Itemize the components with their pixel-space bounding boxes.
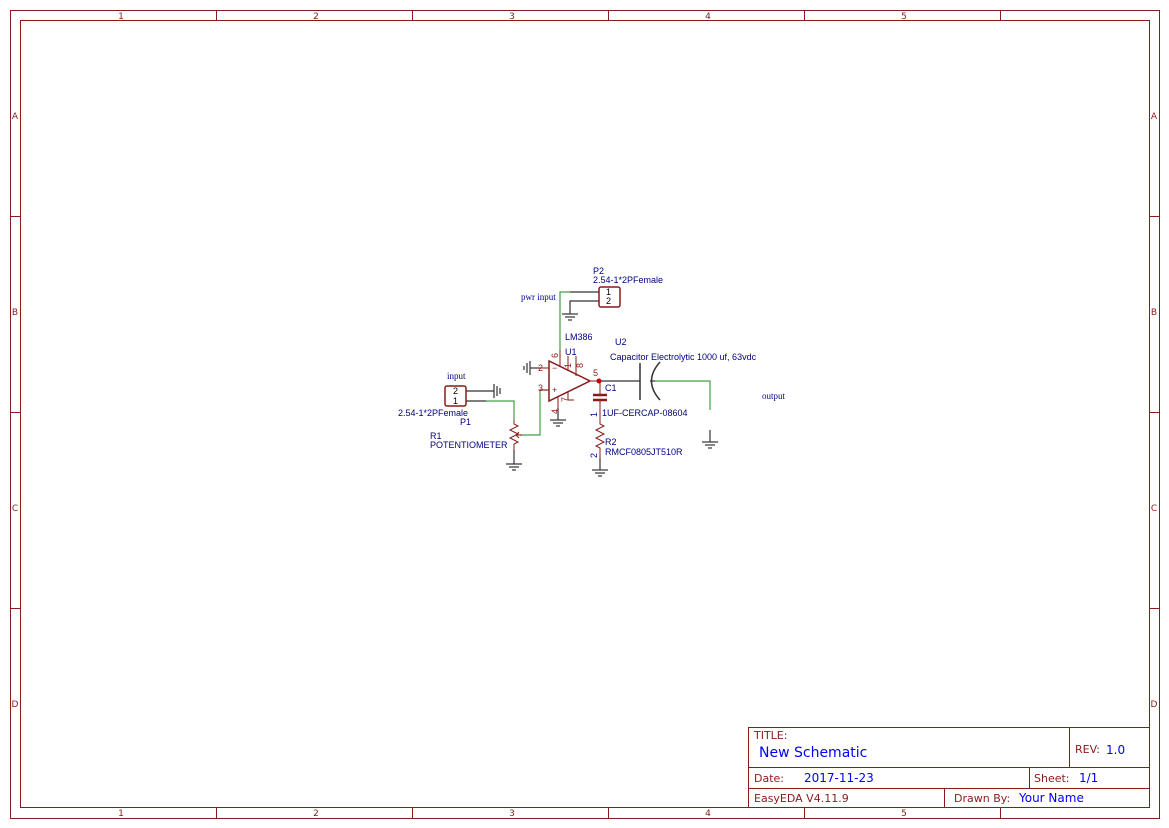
row-label: C <box>1151 504 1157 514</box>
date-value: 2017-11-23 <box>804 771 874 785</box>
ground-icon <box>702 430 718 449</box>
column-label: 5 <box>901 12 907 22</box>
row-label: A <box>1151 112 1158 122</box>
sheet-label: Sheet: <box>1034 772 1070 785</box>
pin-number: 1 <box>589 412 599 417</box>
column-label: 3 <box>509 809 515 819</box>
pin-number: 4 <box>550 409 560 414</box>
minus-sign: − <box>552 363 557 373</box>
column-label: 3 <box>509 12 515 22</box>
row-label: A <box>12 112 19 122</box>
column-label: 5 <box>901 809 907 819</box>
ground-icon <box>523 361 540 375</box>
net-label-input: input <box>447 371 466 381</box>
part-ref: U1 <box>565 347 577 357</box>
junction-dot <box>596 378 602 384</box>
part-ref: R2 <box>605 437 617 447</box>
column-label: 1 <box>118 809 124 819</box>
connector-p2[interactable]: 1 2 P2 2.54-1*2PFemale <box>593 266 663 308</box>
potentiometer-r1[interactable]: R1 POTENTIOMETER <box>430 420 522 450</box>
part-ref: C1 <box>605 383 617 393</box>
rev-value: 1.0 <box>1106 743 1125 757</box>
row-label: D <box>12 700 19 710</box>
row-label: B <box>1151 308 1157 318</box>
pin-label: 1 <box>606 287 611 297</box>
schematic-title: New Schematic <box>759 745 867 761</box>
sheet-value: 1/1 <box>1079 771 1098 785</box>
column-label: 1 <box>118 12 124 22</box>
net-label-output: output <box>762 391 786 401</box>
amplifier-u1[interactable]: − + 6 2 3 4 5 1 8 7 LM386 U1 <box>538 332 602 414</box>
title-block: TITLE: New Schematic REV: 1.0 Date: 2017… <box>748 727 1150 808</box>
part-ref: U2 <box>615 337 627 347</box>
row-label: B <box>12 308 18 318</box>
date-label: Date: <box>754 772 784 785</box>
part-value: Capacitor Electrolytic 1000 uf, 63vdc <box>610 352 757 362</box>
ground-icon <box>562 313 578 321</box>
ground-icon <box>592 458 608 477</box>
pin-number: 6 <box>550 353 560 358</box>
row-label: D <box>1151 700 1158 710</box>
ground-icon <box>506 450 522 471</box>
ground-icon <box>550 408 566 427</box>
pin-number: 5 <box>593 368 598 378</box>
title-label: TITLE: <box>753 729 787 742</box>
rev-label: REV: <box>1075 743 1100 756</box>
capacitor-u2[interactable]: U2 Capacitor Electrolytic 1000 uf, 63vdc <box>610 337 757 401</box>
resistor-r2[interactable]: 1 2 R2 RMCF0805JT510R <box>589 412 683 458</box>
connector-p1[interactable]: 2 1 2.54-1*2PFemale P1 <box>398 385 471 427</box>
net-label-pwr-input: pwr input <box>521 292 556 302</box>
pin-number: 8 <box>575 363 585 368</box>
ground-icon <box>493 384 501 398</box>
pin-label: 2 <box>606 296 611 306</box>
part-value: 1UF-CERCAP-08604 <box>602 408 688 418</box>
part-ref: R1 <box>430 431 442 441</box>
part-value: POTENTIOMETER <box>430 440 508 450</box>
row-label: C <box>12 504 18 514</box>
wires[interactable] <box>466 291 711 436</box>
pin-number: 7 <box>560 397 570 402</box>
pin-label: 2 <box>453 386 458 396</box>
software-version: EasyEDA V4.11.9 <box>754 792 849 805</box>
part-value: 2.54-1*2PFemale <box>398 408 468 418</box>
drawn-by-value: Your Name <box>1018 791 1084 805</box>
capacitor-c1[interactable]: C1 1UF-CERCAP-08604 <box>593 381 688 420</box>
column-label: 4 <box>705 12 711 22</box>
part-value: LM386 <box>565 332 593 342</box>
pin-number: 2 <box>589 453 599 458</box>
column-label: 2 <box>313 12 319 22</box>
part-value: RMCF0805JT510R <box>605 447 683 457</box>
ground-symbols <box>493 313 718 477</box>
part-value: 2.54-1*2PFemale <box>593 275 663 285</box>
column-label: 2 <box>313 809 319 819</box>
pin-number: 1 <box>563 363 573 368</box>
sheet-frame: 1 2 3 4 5 1 2 3 4 5 A B C D A B C D <box>10 10 1160 819</box>
plus-sign: + <box>552 385 557 395</box>
part-ref: P2 <box>593 266 604 276</box>
pin-label: 1 <box>453 396 458 406</box>
column-label: 4 <box>705 809 711 819</box>
pin-number: 2 <box>538 363 543 373</box>
drawn-by-label: Drawn By: <box>954 792 1010 805</box>
pin-number: 3 <box>538 383 543 393</box>
part-ref: P1 <box>460 417 471 427</box>
